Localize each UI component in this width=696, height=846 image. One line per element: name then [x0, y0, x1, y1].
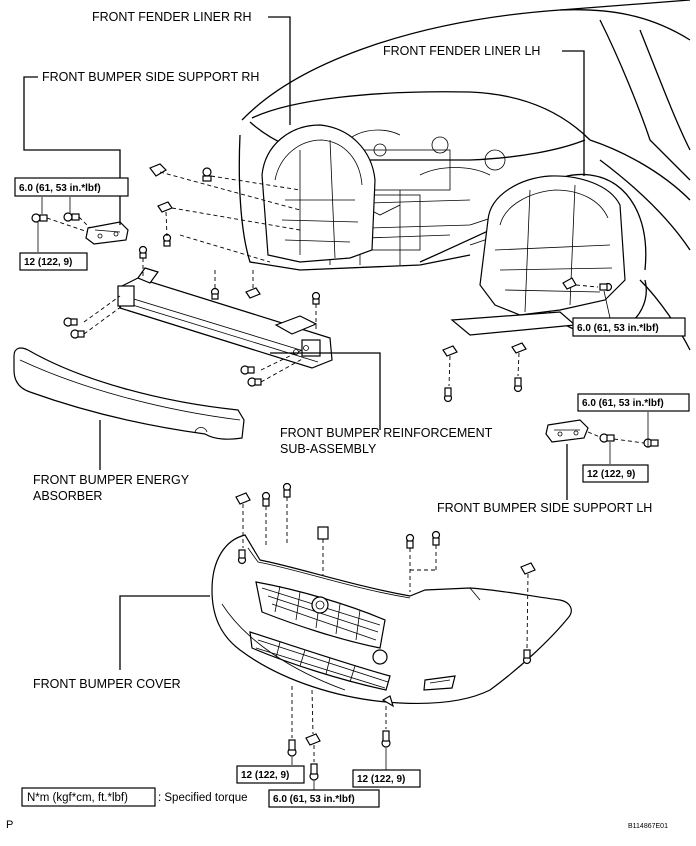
- label-front-bumper-cover: FRONT BUMPER COVER: [33, 677, 181, 691]
- front-bumper-energy-absorber: [13, 347, 245, 440]
- label-front-bumper-energy-absorber-line1: FRONT BUMPER ENERGY: [33, 473, 190, 487]
- label-front-fender-liner-rh: FRONT FENDER LINER RH: [92, 10, 252, 24]
- torque-box-lh-support-lower: 12 (122, 9): [587, 469, 635, 480]
- label-front-bumper-reinforcement-line1: FRONT BUMPER REINFORCEMENT: [280, 426, 493, 440]
- footer: P B114867E01: [6, 819, 668, 831]
- footer-code: B114867E01: [628, 823, 668, 830]
- label-front-fender-liner-lh: FRONT FENDER LINER LH: [383, 44, 540, 58]
- torque-box-cover-bottom-center: 6.0 (61, 53 in.*lbf): [273, 794, 355, 805]
- front-bumper-side-support-rh: [31, 212, 129, 245]
- legend-unit: N*m (kgf*cm, ft.*lbf): [27, 792, 128, 804]
- label-front-bumper-side-support-rh: FRONT BUMPER SIDE SUPPORT RH: [42, 70, 259, 84]
- torque-box-rh-support-upper: 6.0 (61, 53 in.*lbf): [19, 183, 101, 194]
- front-fender-liner-rh: [261, 124, 376, 263]
- leader-lines: [23, 16, 649, 790]
- torque-box-rh-support-lower: 12 (122, 9): [24, 257, 72, 268]
- torque-box-lh-support-upper: 6.0 (61, 53 in.*lbf): [582, 398, 664, 409]
- torque-box-cover-bottom-right: 12 (122, 9): [357, 774, 405, 785]
- torque-legend: N*m (kgf*cm, ft.*lbf) : Specified torque: [21, 787, 248, 807]
- front-bumper-side-support-lh: [545, 419, 659, 448]
- part-labels: FRONT FENDER LINER RH FRONT FENDER LINER…: [33, 10, 652, 691]
- label-front-bumper-energy-absorber-line2: ABSORBER: [33, 489, 102, 503]
- front-fender-liner-lh: [450, 175, 626, 336]
- footer-letter: P: [6, 819, 13, 831]
- torque-specs: 6.0 (61, 53 in.*lbf) 12 (122, 9) 6.0 (61…: [14, 177, 690, 808]
- fasteners: [63, 163, 613, 781]
- front-bumper-reinforcement: [117, 267, 333, 369]
- front-bumper-cover: [211, 534, 572, 708]
- torque-box-lh-liner: 6.0 (61, 53 in.*lbf): [577, 323, 659, 334]
- torque-box-cover-bottom-left: 12 (122, 9): [241, 770, 289, 781]
- label-front-bumper-reinforcement-line2: SUB-ASSEMBLY: [280, 442, 377, 456]
- label-front-bumper-side-support-lh: FRONT BUMPER SIDE SUPPORT LH: [437, 501, 652, 515]
- legend-text: : Specified torque: [158, 792, 248, 804]
